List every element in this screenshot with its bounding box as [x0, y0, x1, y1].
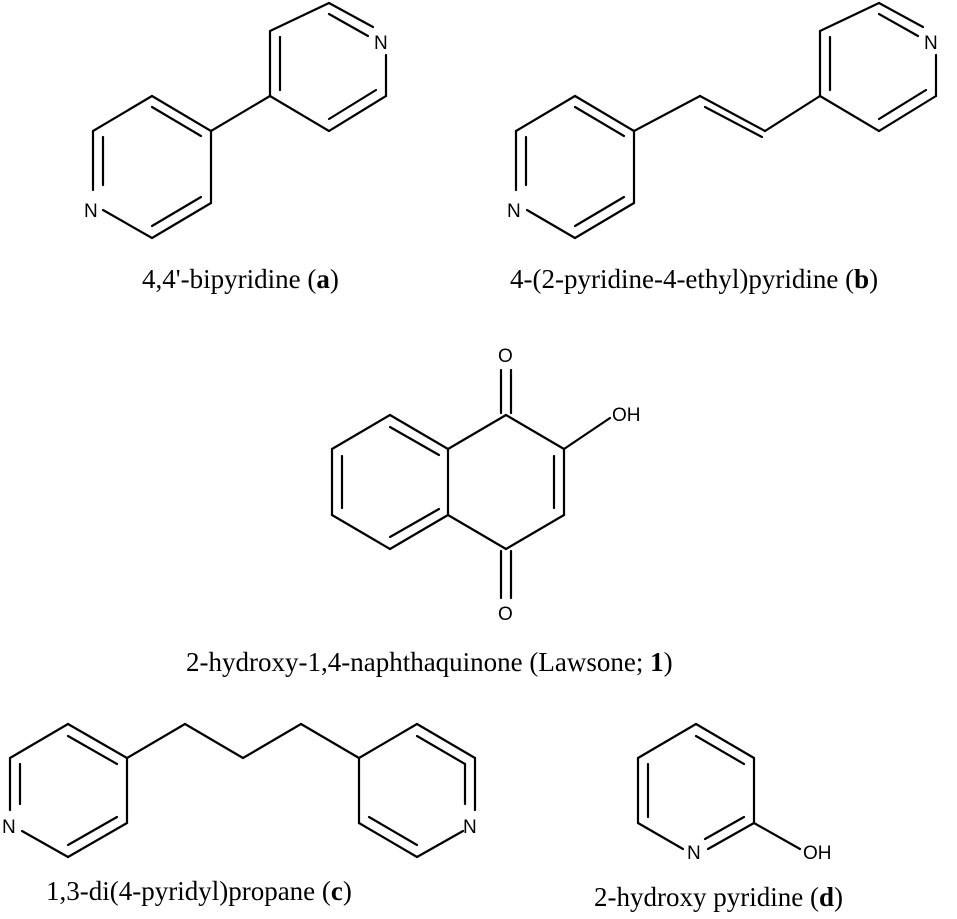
structure-b: N N [507, 1, 938, 240]
caption-name: 2-hydroxy-1,4-naphthaquinone (Lawsone; [186, 647, 651, 677]
atom-label: N [374, 33, 388, 54]
caption-close: ) [833, 882, 843, 912]
compound-id: 1 [650, 647, 664, 677]
compound-id: b [854, 264, 870, 294]
compound-id: d [818, 882, 834, 912]
atom-label: N [463, 817, 477, 838]
structure-d: N OH [636, 722, 832, 864]
atom-label: O [498, 604, 513, 625]
structure-c: N N [2, 722, 477, 859]
caption-close: ) [663, 647, 673, 677]
caption-b: 4-(2-pyridine-4-ethyl)pyridine (b) [510, 264, 878, 295]
compound-id: c [330, 876, 343, 906]
atom-label: N [2, 817, 16, 838]
structure-lawsone: O O OH [330, 346, 641, 625]
atom-label: N [924, 33, 938, 54]
caption-close: ) [329, 264, 339, 294]
caption-lawsone: 2-hydroxy-1,4-naphthaquinone (Lawsone; 1… [186, 647, 673, 678]
compound-id: a [316, 264, 330, 294]
atom-label: OH [612, 405, 641, 426]
atom-label: N [84, 201, 98, 222]
caption-name: 1,3-di(4-pyridyl)propane ( [46, 876, 331, 906]
atom-label: N [687, 843, 701, 864]
caption-d: 2-hydroxy pyridine (d) [594, 882, 843, 913]
structure-a: N N [84, 1, 388, 240]
atom-label: N [507, 201, 521, 222]
atom-label: OH [803, 843, 832, 864]
atom-label: O [498, 346, 513, 367]
caption-close: ) [869, 264, 879, 294]
caption-name: 4-(2-pyridine-4-ethyl)pyridine ( [510, 264, 855, 294]
caption-name: 2-hydroxy pyridine ( [594, 882, 819, 912]
caption-c: 1,3-di(4-pyridyl)propane (c) [46, 876, 352, 907]
caption-name: 4,4'-bipyridine ( [142, 264, 317, 294]
caption-close: ) [342, 876, 352, 906]
caption-a: 4,4'-bipyridine (a) [142, 264, 339, 295]
